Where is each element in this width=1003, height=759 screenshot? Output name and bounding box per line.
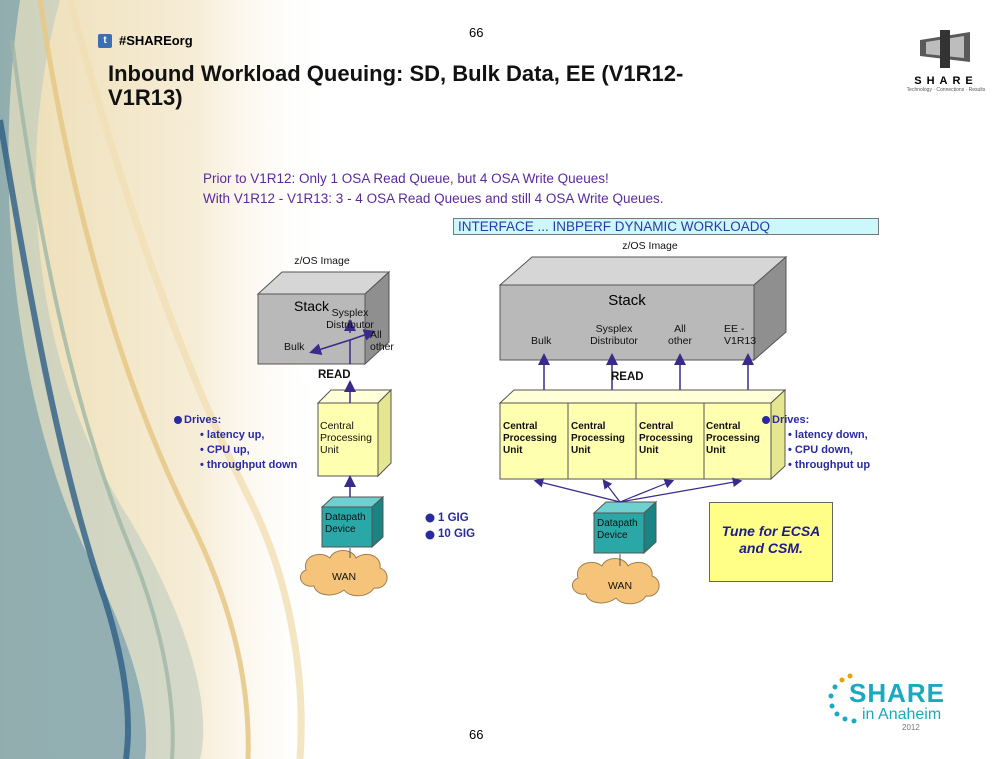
tune-note: Tune for ECSA and CSM. <box>709 502 833 582</box>
right-queue-arrows <box>538 353 754 390</box>
right-cpu-label-4: Central Processing Unit <box>706 421 760 456</box>
right-read-bar <box>500 362 754 384</box>
interface-statement: INTERFACE ... INBPERF DYNAMIC WORKLOADQ <box>453 218 879 235</box>
left-datapath-label: Datapath Device <box>325 512 366 535</box>
share-logo-top-tagline: Technology · Connections · Results <box>906 87 986 93</box>
share-logo-mark-icon <box>920 30 970 68</box>
left-read-bar <box>300 366 366 382</box>
right-wan-label: WAN <box>608 580 633 592</box>
left-drives-bullet-icon <box>174 416 182 424</box>
share-bottom-text: SHARE <box>849 678 946 708</box>
right-cpu-boxes <box>498 388 787 481</box>
right-queue-label-sysplex: Sysplex Distributor <box>590 323 638 347</box>
decorative-swirl-background <box>0 0 330 759</box>
left-stack-label: Stack <box>293 298 329 314</box>
right-drives-heading: Drives: <box>772 414 810 426</box>
speed-bullet-icon-1 <box>425 513 435 523</box>
left-cpu-box <box>316 388 393 478</box>
page-number-top: 66 <box>469 25 484 40</box>
page-number-bottom: 66 <box>469 727 484 742</box>
hashtag: t #SHAREorg <box>98 33 193 48</box>
right-drives-list: Drives: • latency down, • CPU down, • th… <box>772 413 870 473</box>
right-zos-image-label: z/OS Image <box>622 240 678 252</box>
right-queue-label-all-other: All other <box>668 323 692 347</box>
right-stack-label: Stack <box>608 292 646 309</box>
right-cpu-label-2: Central Processing Unit <box>571 421 625 456</box>
right-stack-box <box>498 255 788 362</box>
right-drives-item: • latency down, <box>788 429 868 441</box>
left-cpu-label: Central Processing Unit <box>320 420 372 456</box>
left-drives-item: • throughput down <box>200 459 298 471</box>
right-datapath-to-cpu-arrows <box>533 477 743 503</box>
speed-list: 1 GIG 10 GIG <box>438 510 475 542</box>
left-drives-item: • CPU up, <box>200 444 250 456</box>
left-drives-heading: Drives: <box>184 414 222 426</box>
title-line-1: Inbound Workload Queuing: SD, Bulk Data,… <box>108 61 684 86</box>
twitter-icon: t <box>98 33 112 48</box>
right-cpu-label-3: Central Processing Unit <box>639 421 693 456</box>
title-line-2: V1R13) <box>108 85 183 110</box>
left-zos-image-label: z/OS Image <box>294 255 350 267</box>
right-drives-item: • throughput up <box>788 459 871 471</box>
left-wan-cloud <box>299 550 388 597</box>
share-dots-icon <box>828 673 857 724</box>
intro-line-2: With V1R12 - V1R13: 3 - 4 OSA Read Queue… <box>203 191 664 206</box>
left-drives-list: Drives: • latency up, • CPU up, • throug… <box>184 413 297 473</box>
speed-item: 1 GIG <box>438 512 469 524</box>
right-datapath-label: Datapath Device <box>597 518 638 541</box>
right-drives-item: • CPU down, <box>788 444 853 456</box>
speed-bullet-icon-2 <box>425 530 435 540</box>
right-read-label: READ <box>611 371 644 383</box>
right-queue-label-bulk: Bulk <box>531 335 552 347</box>
left-bulk-label: Bulk <box>284 341 305 353</box>
share-bottom-year: 2012 <box>902 723 920 732</box>
left-stack-arrows <box>309 319 376 364</box>
left-wan-label: WAN <box>332 571 357 583</box>
left-all-other-label: All other <box>370 329 394 353</box>
right-drives-bullet-icon <box>762 416 770 424</box>
speed-item: 10 GIG <box>438 528 476 540</box>
left-drives-item: • latency up, <box>200 429 265 441</box>
right-datapath-box <box>592 500 658 555</box>
slide-title: Inbound Workload Queuing: SD, Bulk Data,… <box>108 62 888 110</box>
right-queue-label-ee: EE - V1R13 <box>724 323 757 347</box>
right-cpu-label-1: Central Processing Unit <box>503 421 557 456</box>
intro-line-1: Prior to V1R12: Only 1 OSA Read Queue, b… <box>203 171 609 186</box>
share-logo-top-text: SHARE <box>914 75 978 87</box>
share-bottom-location: in Anaheim <box>862 706 942 723</box>
left-sysplex-label: Sysplex Distributor <box>326 307 374 331</box>
left-read-label: READ <box>318 369 351 381</box>
share-logo-top: SHARE Technology · Connections · Results <box>906 28 986 98</box>
right-wan-cloud <box>571 558 660 605</box>
hashtag-text: #SHAREorg <box>119 33 193 48</box>
share-anaheim-logo: SHARE in Anaheim 2012 <box>822 668 972 732</box>
left-datapath-box <box>320 495 385 549</box>
